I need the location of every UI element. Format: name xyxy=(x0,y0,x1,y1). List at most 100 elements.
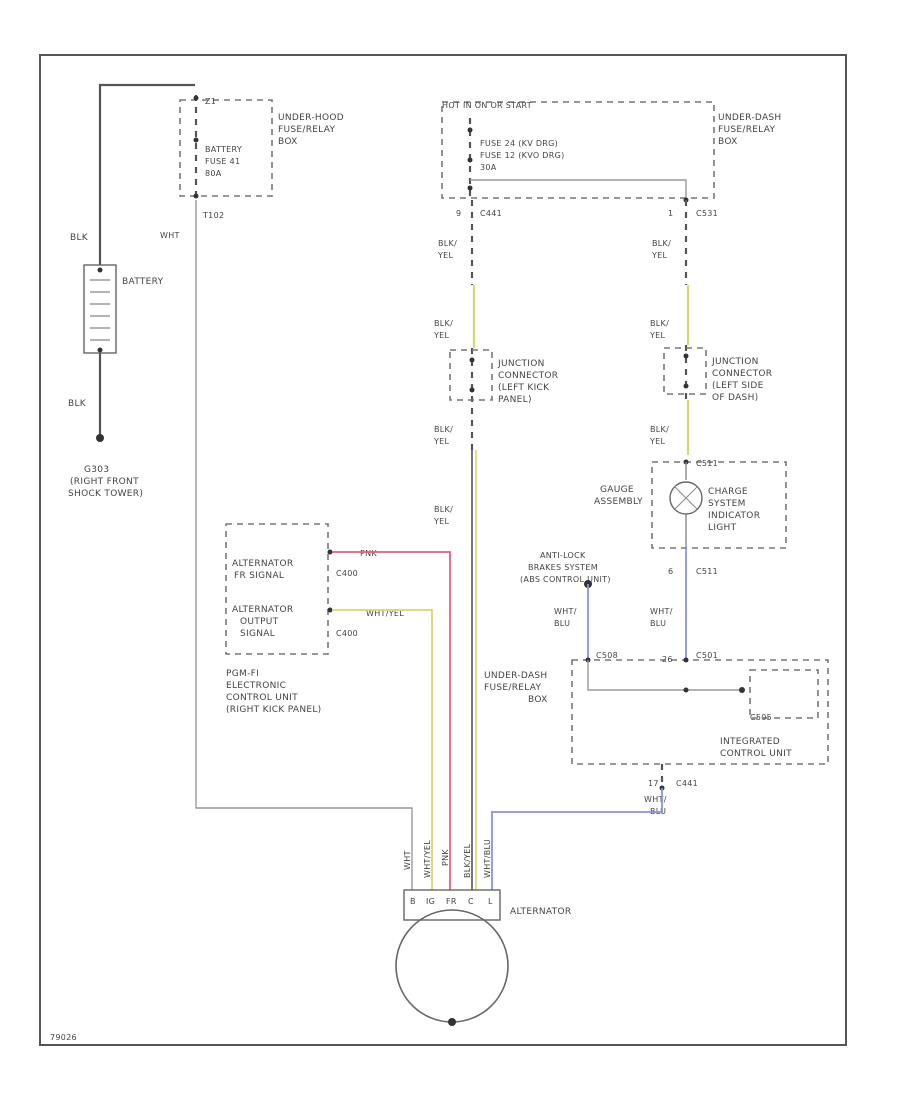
underhood-label-2: FUSE/RELAY xyxy=(278,125,336,135)
underhood-terminal: T102 xyxy=(202,211,224,220)
underdash-fuse-3: 30A xyxy=(480,163,497,172)
alt-wire-2: WHT/YEL xyxy=(423,840,432,878)
battery-lower-wire-label: BLK xyxy=(68,399,87,409)
abs-conn-b: C501 xyxy=(696,651,718,660)
left-wire-label-4a: BLK/ xyxy=(434,505,453,514)
conn-left: C441 xyxy=(480,209,502,218)
right-wire-label-3a: BLK/ xyxy=(650,425,669,434)
ground-label-1: G303 xyxy=(84,465,109,475)
pcm-sig2-2: OUTPUT xyxy=(240,617,279,627)
pcm-label-1: PGM-FI xyxy=(226,669,259,679)
abs-pin-a: 26 xyxy=(662,655,673,664)
left-junction-1: JUNCTION xyxy=(497,359,545,369)
underdash-header: HOT IN ON OR START xyxy=(442,101,532,110)
right-wire-label-3b: YEL xyxy=(649,437,666,446)
icu-conn: C505 xyxy=(750,713,772,722)
diagram-frame xyxy=(39,54,847,1046)
right-wire-label-2a: BLK/ xyxy=(650,319,669,328)
underdash-top-label-2: FUSE/RELAY xyxy=(718,125,776,135)
left-wire-label-2a: BLK/ xyxy=(434,319,453,328)
alternator-label: ALTERNATOR xyxy=(510,907,571,917)
underdash-bottom-label-2: FUSE/RELAY xyxy=(484,683,542,693)
left-wire-label-3a: BLK/ xyxy=(434,425,453,434)
left-junction-2: CONNECTOR xyxy=(498,371,558,381)
underhood-label-1: UNDER-HOOD xyxy=(278,113,344,123)
pgm-fi-ecu: ALTERNATOR FR SIGNAL ALTERNATOR OUTPUT S… xyxy=(225,523,404,715)
icu-pin: 17 xyxy=(648,779,659,788)
left-wire-label-4b: YEL xyxy=(433,517,450,526)
left-wire-label-3b: YEL xyxy=(433,437,450,446)
left-junction-3: (LEFT KICK xyxy=(498,383,550,393)
right-junction-4: OF DASH) xyxy=(712,393,758,403)
abs-wire2-a: WHT/ xyxy=(650,607,673,616)
underhood-fuse-box: Z1 BATTERY FUSE 41 80A UNDER-HOOD FUSE/R… xyxy=(160,95,344,240)
underdash-bottom-label-1: UNDER-DASH xyxy=(484,671,547,681)
alternator-icon xyxy=(395,909,509,1023)
indicator-label-4: LIGHT xyxy=(708,523,737,533)
pnk-wire xyxy=(332,551,451,890)
icu-wht-blu-wire xyxy=(491,788,663,890)
underdash-fuse-1: FUSE 24 (KV DRG) xyxy=(480,139,558,148)
left-wire-label-1b: YEL xyxy=(437,251,454,260)
battery-upper-wire-label: BLK xyxy=(70,233,89,243)
icu-conn-2: C441 xyxy=(676,779,698,788)
wht-main-wire xyxy=(195,200,413,890)
diagram-code: 79026 xyxy=(50,1033,77,1042)
right-wire-label-2b: YEL xyxy=(649,331,666,340)
pcm-sig2-wire: WHT/YEL xyxy=(366,609,404,618)
abs-wire1-b: BLU xyxy=(554,619,570,628)
alt-terminal-c: C xyxy=(468,897,474,906)
alt-terminal-l: L xyxy=(488,897,493,906)
pcm-sig2-1: ALTERNATOR xyxy=(232,605,293,615)
right-junction-3: (LEFT SIDE xyxy=(712,381,764,391)
battery-label: BATTERY xyxy=(122,277,164,287)
integrated-control-unit-box xyxy=(749,669,819,719)
pcm-sig1-2: FR SIGNAL xyxy=(234,571,284,581)
alt-wire-3: PNK xyxy=(441,849,450,866)
abs-wire1-a: WHT/ xyxy=(554,607,577,616)
indicator-label-1: CHARGE xyxy=(708,487,748,497)
abs-control-unit: ANTI-LOCK BRAKES SYSTEM (ABS CONTROL UNI… xyxy=(520,551,673,660)
underhood-label-3: BOX xyxy=(278,137,298,147)
conn-right: C531 xyxy=(696,209,718,218)
underhood-fuse-2: FUSE 41 xyxy=(205,157,240,166)
abs-conn-a: C508 xyxy=(596,651,618,660)
battery-cells xyxy=(90,279,110,341)
underdash-top-label-3: BOX xyxy=(718,137,738,147)
alternator-connector xyxy=(403,889,501,921)
ground-label-2: (RIGHT FRONT xyxy=(70,477,139,487)
alt-wire-1: WHT xyxy=(403,850,412,870)
abs-wire2-b: BLU xyxy=(650,619,666,628)
alt-terminal-fr: FR xyxy=(446,897,457,906)
right-wire-label-1b: YEL xyxy=(651,251,668,260)
right-blk-yel-branch: JUNCTION CONNECTOR (LEFT SIDE OF DASH) B… xyxy=(594,200,787,660)
underhood-pin: Z1 xyxy=(205,97,216,106)
gauge-assembly-box xyxy=(651,461,787,549)
underdash-fuse-box-top: HOT IN ON OR START FUSE 24 (KV DRG) FUSE… xyxy=(441,101,781,218)
alt-wire-5: WHT/BLU xyxy=(483,839,492,878)
conn-left-pin: 9 xyxy=(456,209,461,218)
indicator-label-3: INDICATOR xyxy=(708,511,760,521)
pcm-sig1-conn: C400 xyxy=(336,569,358,578)
underdash-fuse-2: FUSE 12 (KVO DRG) xyxy=(480,151,565,160)
battery-group: BATTERY BLK BLK G303 (RIGHT FRONT SHOCK … xyxy=(68,83,195,499)
gauge-conn-2: C511 xyxy=(696,567,718,576)
gauge-label-1: GAUGE xyxy=(600,485,634,495)
ground-label-3: SHOCK TOWER) xyxy=(68,489,143,499)
gauge-pin: 6 xyxy=(668,567,673,576)
pcm-sig1-wire: PNK xyxy=(360,549,377,558)
abs-label-3: (ABS CONTROL UNIT) xyxy=(520,575,611,584)
pcm-sig2-3: SIGNAL xyxy=(240,629,275,639)
left-wire-label-1a: BLK/ xyxy=(438,239,457,248)
icu-wire-a: WHT/ xyxy=(644,795,667,804)
alt-terminal-ig: IG xyxy=(426,897,435,906)
pcm-label-3: CONTROL UNIT xyxy=(226,693,298,703)
underdash-bottom-label-3: BOX xyxy=(528,695,548,705)
underhood-fuse-3: 80A xyxy=(205,169,222,178)
wht-yel-wire xyxy=(332,609,433,890)
pcm-sig1-1: ALTERNATOR xyxy=(232,559,293,569)
right-junction-1: JUNCTION xyxy=(711,357,759,367)
alt-terminal-b: B xyxy=(410,897,416,906)
